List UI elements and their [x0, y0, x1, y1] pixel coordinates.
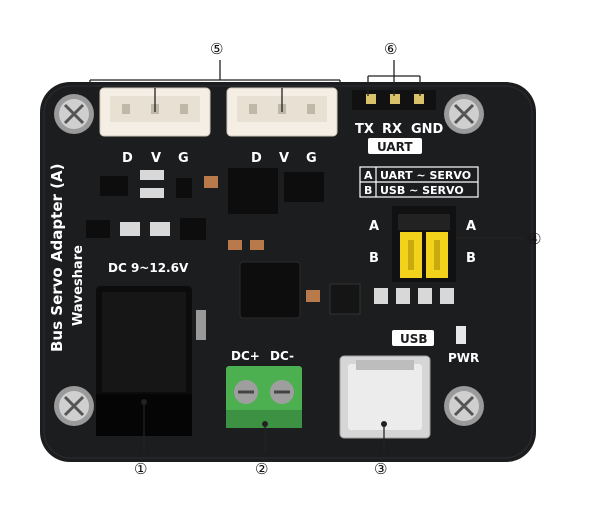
- mounting-screw-top-right: [444, 94, 484, 134]
- callout-3: ③: [374, 460, 387, 478]
- usb-label: USB: [400, 332, 428, 346]
- mode-b-key: B: [364, 184, 372, 197]
- servo-pin-label: G: [178, 151, 189, 166]
- board-title: Bus Servo Adapter (A): [48, 164, 66, 352]
- callout-1: ①: [134, 460, 147, 478]
- mounting-screw-top-left: [54, 94, 94, 134]
- mode-b-text: USB ~ SERVO: [380, 184, 464, 197]
- jumper-label: B: [369, 251, 379, 266]
- servo-pin-label: V: [151, 151, 161, 166]
- terminal-plus-label: DC+: [231, 349, 260, 363]
- uart-pin-label: TX: [355, 122, 374, 137]
- servo-pin-label: G: [306, 151, 317, 166]
- callout-4: ④: [528, 230, 541, 248]
- uart-label: UART: [377, 140, 413, 154]
- callout-2: ②: [255, 460, 268, 478]
- jumper-label: B: [466, 251, 476, 266]
- uart-pin-header: [352, 90, 436, 110]
- mounting-screw-bottom-left: [54, 386, 94, 426]
- servo-pin-label: D: [251, 151, 262, 166]
- board-brand: Waveshare: [71, 245, 86, 326]
- mounting-screw-bottom-right: [444, 386, 484, 426]
- mode-table: [359, 166, 479, 198]
- usb-c-port: [339, 355, 431, 439]
- callout-leaders: [89, 60, 524, 452]
- mode-a-text: UART ~ SERVO: [380, 169, 471, 182]
- smd-components: [86, 168, 466, 344]
- jumper-label: A: [466, 219, 476, 234]
- screw-terminal: [226, 366, 302, 428]
- callout-6: ⑥: [384, 40, 397, 58]
- servo-pin-label: V: [279, 151, 289, 166]
- power-rating-label: DC 9~12.6V: [108, 261, 189, 275]
- servo-pin-label: D: [122, 151, 133, 166]
- terminal-minus-label: DC-: [270, 349, 294, 363]
- mode-jumper: [392, 206, 456, 282]
- pwr-label: PWR: [448, 351, 479, 365]
- mode-a-key: A: [364, 169, 373, 182]
- uart-pin-label: GND: [411, 122, 444, 137]
- uart-pin-label: RX: [382, 122, 402, 137]
- callout-5: ⑤: [210, 40, 223, 58]
- jumper-label: A: [369, 219, 379, 234]
